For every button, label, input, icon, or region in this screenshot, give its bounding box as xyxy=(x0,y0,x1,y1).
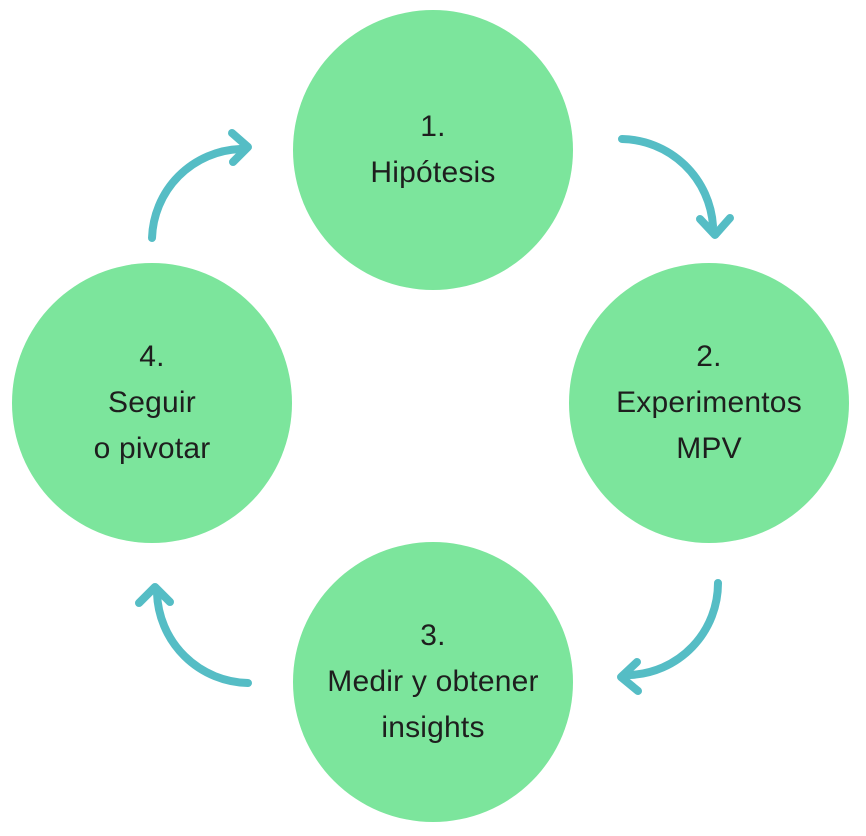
step-label: MPV xyxy=(676,432,742,465)
arrowhead-down-icon xyxy=(696,214,734,239)
step-number: 3. xyxy=(420,619,446,652)
arrow-step1-to-step2 xyxy=(618,135,734,239)
arrowhead-up-icon xyxy=(135,583,174,607)
step-label: Seguir xyxy=(108,386,196,419)
step-label: Medir y obtener xyxy=(327,665,539,698)
step-circle-4-seguir-o-pivotar: 4. Seguir o pivotar xyxy=(12,263,292,543)
step-number: 4. xyxy=(139,340,165,373)
arrow-curve xyxy=(626,579,723,679)
arrowhead-right-icon xyxy=(228,129,252,166)
step-label: o pivotar xyxy=(93,432,211,465)
step-circle-3-medir-y-obtener-insights: 3. Medir y obtener insights xyxy=(293,542,573,822)
arrow-curve xyxy=(153,589,252,687)
step-circle-2-experimentos-mpv: 2. Experimentos MPV xyxy=(569,263,849,543)
step-number: 1. xyxy=(420,110,446,143)
arrow-curve xyxy=(148,145,244,242)
step-number: 2. xyxy=(696,340,722,373)
step-label: Experimentos xyxy=(616,386,802,419)
arrow-step4-to-step1 xyxy=(148,129,252,242)
step-circle-1-hipotesis: 1. Hipótesis xyxy=(293,10,573,290)
arrow-step2-to-step3 xyxy=(617,579,723,695)
arrowhead-left-icon xyxy=(617,658,642,695)
arrow-curve xyxy=(618,135,717,230)
step-label: insights xyxy=(381,711,485,744)
step-label: Hipótesis xyxy=(370,156,496,189)
arrow-step3-to-step4 xyxy=(135,583,252,687)
